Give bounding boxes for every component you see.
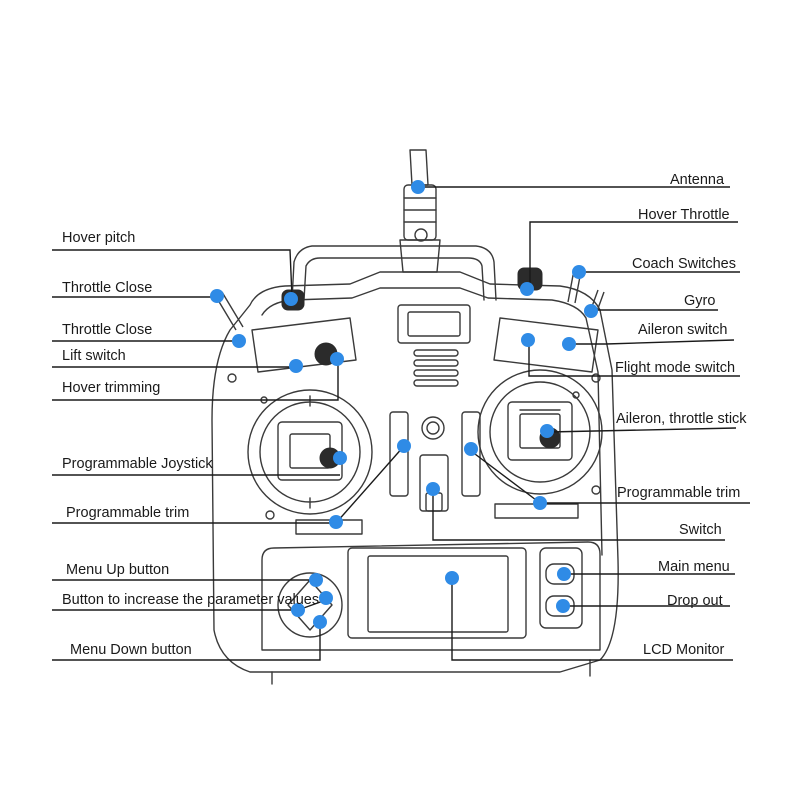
lcd-bezel (347, 547, 527, 639)
callout-dot-aileron-switch-a (521, 333, 535, 347)
callout-dot-hover-trimming (330, 352, 344, 366)
carry-handle (291, 245, 497, 301)
label-flight-mode-switch: Flight mode switch (615, 360, 736, 376)
right-gimbal (477, 369, 603, 495)
callout-dot-main-menu (557, 567, 571, 581)
label-coach-switches: Coach Switches (632, 256, 736, 272)
callout-dot-drop-out (556, 599, 570, 613)
label-menu-up-button: Menu Up button (66, 562, 170, 578)
label-aileron-switch: Aileron switch (638, 322, 728, 338)
label-increase-parameter-button: Button to increase the parameter values (62, 592, 320, 608)
callout-dot-aileron-switch-b (562, 337, 576, 351)
label-programmable-trim-right: Programmable trim (617, 485, 741, 501)
callout-dot-lift-switch (289, 359, 303, 373)
antenna (399, 149, 441, 273)
label-aileron-throttle-stick: Aileron, throttle stick (616, 411, 747, 427)
callout-dot-increase-parameter (291, 603, 305, 617)
label-hover-pitch: Hover pitch (62, 230, 136, 246)
callout-dot-increase-parameter-b (319, 591, 333, 605)
label-menu-down-button: Menu Down button (70, 642, 192, 658)
callout-dot-throttle-close-2 (232, 334, 246, 348)
label-gyro: Gyro (684, 293, 716, 309)
callout-dot-programmable-joystick (333, 451, 347, 465)
label-antenna: Antenna (670, 172, 725, 188)
label-throttle-close-2: Throttle Close (62, 322, 153, 338)
callout-dot-gyro (584, 304, 598, 318)
label-hover-throttle: Hover Throttle (638, 207, 730, 223)
callout-dot-hover-pitch (284, 292, 298, 306)
label-programmable-joystick: Programmable Joystick (62, 456, 213, 472)
label-lcd-monitor: LCD Monitor (643, 642, 725, 658)
callout-dot-lcd-monitor (445, 571, 459, 585)
label-programmable-trim-left: Programmable trim (66, 505, 190, 521)
left-gimbal (247, 389, 373, 515)
label-switch: Switch (679, 522, 722, 538)
callout-dot-coach-switches (572, 265, 586, 279)
callout-dot-programmable-trim-right (533, 496, 547, 510)
label-main-menu: Main menu (658, 559, 730, 575)
label-drop-out: Drop out (667, 593, 723, 609)
callout-dot-menu-down (313, 615, 327, 629)
label-throttle-close-1: Throttle Close (62, 280, 153, 296)
label-hover-trimming: Hover trimming (62, 380, 161, 396)
callout-dot-antenna (411, 180, 425, 194)
callout-dots (210, 180, 598, 629)
callout-dot-programmable-trim-left (329, 515, 343, 529)
speaker-grille (413, 349, 459, 387)
callout-dot-throttle-close-1 (210, 289, 224, 303)
callout-dot-menu-up (309, 573, 323, 587)
callout-dot-trim-slider-left (397, 439, 411, 453)
callout-dot-aileron-throttle-stick (540, 424, 554, 438)
lcd-screen (367, 555, 509, 633)
dpad-housing (277, 572, 343, 638)
label-lift-switch: Lift switch (62, 348, 126, 364)
callout-dot-switch (426, 482, 440, 496)
callout-dot-hover-throttle (520, 282, 534, 296)
transmitter-body (211, 271, 619, 673)
callout-dot-trim-slider-right (464, 442, 478, 456)
top-display-window (397, 304, 471, 344)
